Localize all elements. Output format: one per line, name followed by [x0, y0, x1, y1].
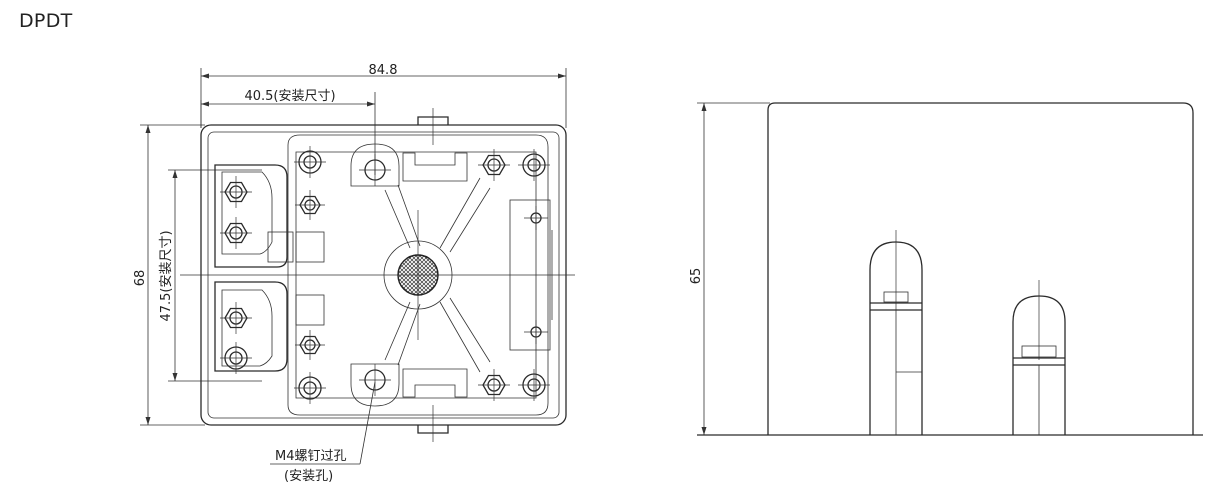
- dimension-mount-height: 47.5(安装尺寸): [159, 169, 262, 382]
- side-view: 65: [689, 102, 1203, 436]
- center-mesh: [397, 254, 439, 296]
- right-panel: [509, 199, 553, 351]
- hole-callout: M4螺钉过孔 (安装孔): [270, 381, 376, 484]
- x-frame: [383, 177, 491, 373]
- mounting-holes: [350, 143, 400, 407]
- front-view: 84.8 40.5(安装尺寸) 68 47.5(安装尺寸): [133, 63, 575, 484]
- mount-height-label: 47.5(安装尺寸): [159, 230, 174, 321]
- page-title: DPDT: [19, 10, 73, 32]
- hole-callout-line2: (安装孔): [284, 469, 333, 484]
- dimension-side-height: 65: [689, 102, 770, 435]
- dimension-overall-width: 84.8: [200, 63, 567, 128]
- terminal-block-lower: [214, 231, 325, 372]
- side-body-outline: [767, 102, 1194, 435]
- overall-height-label: 68: [133, 270, 148, 287]
- mount-width-label: 40.5(安装尺寸): [244, 89, 335, 104]
- hole-callout-line1: M4螺钉过孔: [275, 449, 347, 464]
- dimension-overall-height: 68: [133, 124, 205, 426]
- actuator-left: [869, 230, 923, 435]
- side-height-label: 65: [689, 268, 704, 285]
- overall-width-label: 84.8: [369, 63, 398, 78]
- terminal-screws: [220, 146, 326, 404]
- actuator-right: [1012, 280, 1066, 435]
- slot-recesses: [402, 152, 468, 398]
- terminal-block-upper: [214, 164, 294, 268]
- right-screws: [478, 149, 550, 401]
